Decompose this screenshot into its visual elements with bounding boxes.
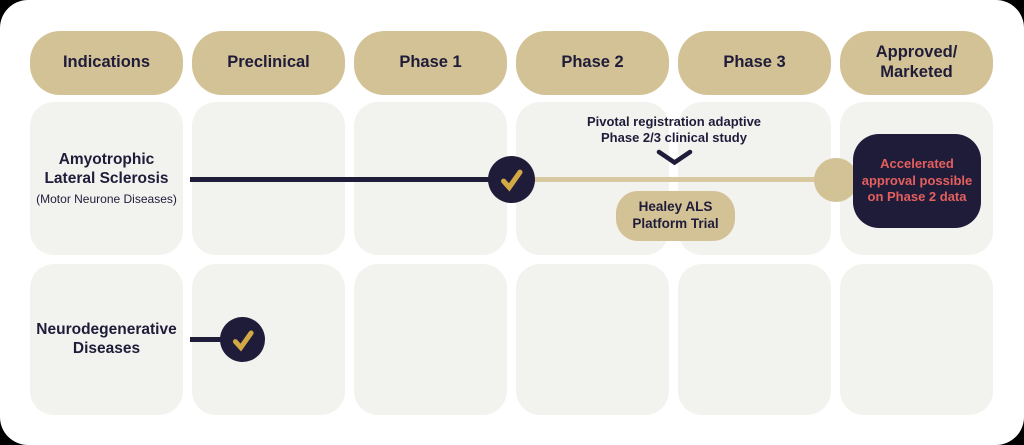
trial-badge: Healey ALS Platform Trial	[616, 191, 735, 241]
milestone-marker-preclinical-complete	[220, 317, 265, 362]
column-header-phase-3: Phase 3	[678, 31, 831, 95]
column-header-indications: Indications	[30, 31, 183, 95]
column-header-approved-marketed: Approved/ Marketed	[840, 31, 993, 95]
grid-cell	[516, 264, 669, 415]
grid-cell	[678, 264, 831, 415]
check-icon	[501, 169, 523, 192]
chevron-down-icon	[656, 149, 693, 166]
check-icon	[232, 329, 254, 352]
grid-cell	[30, 264, 183, 415]
grid-cell	[30, 102, 183, 255]
progress-line-completed	[190, 177, 511, 182]
column-header-phase-1: Phase 1	[354, 31, 507, 95]
indication-label-neurodegenerative: Neurodegenerative Diseases	[30, 321, 183, 359]
grid-cell	[354, 264, 507, 415]
milestone-marker-approval	[814, 158, 858, 202]
progress-line-completed	[190, 337, 232, 342]
grid-cell	[840, 264, 993, 415]
indication-label-als: Amyotrophic Lateral Sclerosis (Motor Neu…	[30, 151, 183, 206]
annotation-pivotal-study: Pivotal registration adaptive Phase 2/3 …	[586, 114, 762, 146]
milestone-marker-phase1-complete	[488, 156, 535, 203]
approval-callout: Accelerated approval possible on Phase 2…	[853, 134, 981, 228]
indication-subtitle: (Motor Neurone Diseases)	[36, 191, 177, 206]
column-header-phase-2: Phase 2	[516, 31, 669, 95]
indication-title: Amyotrophic Lateral Sclerosis	[44, 151, 169, 187]
column-header-preclinical: Preclinical	[192, 31, 345, 95]
progress-line-projected	[511, 177, 836, 182]
indication-title: Neurodegenerative Diseases	[36, 321, 177, 357]
